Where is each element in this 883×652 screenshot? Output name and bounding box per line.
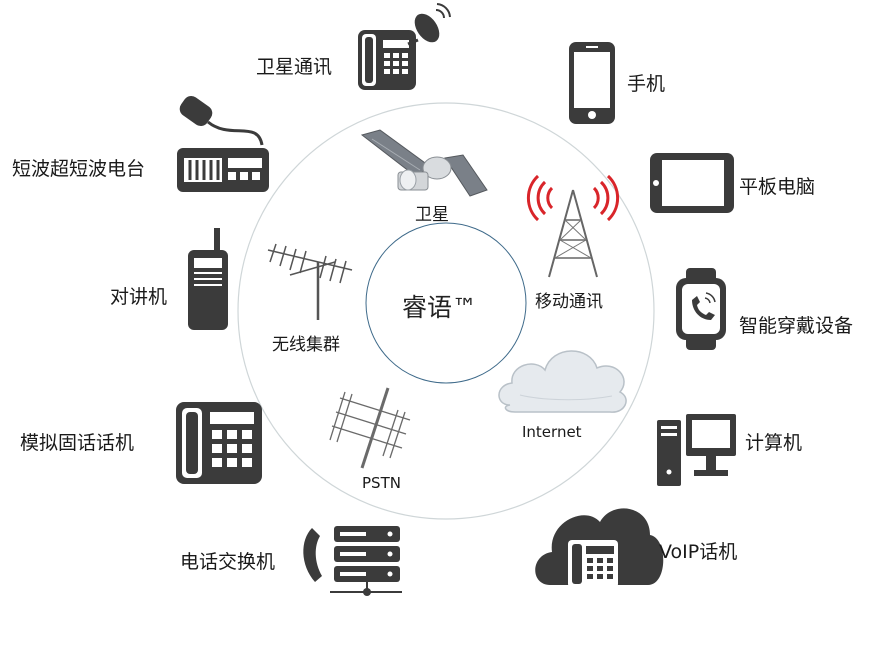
outer-label-analog-phone: 模拟固话话机 bbox=[20, 432, 135, 454]
cloud-icon bbox=[498, 350, 627, 413]
inner-ring bbox=[365, 222, 527, 384]
inner-label-internet: Internet bbox=[522, 423, 582, 441]
radio-station-icon bbox=[177, 95, 269, 192]
tablet-icon bbox=[650, 153, 734, 213]
outer-label-shortwave: 短波超短波电台 bbox=[12, 158, 146, 180]
antenna-icon bbox=[267, 243, 353, 320]
satellite-icon bbox=[360, 129, 488, 197]
smartwatch-icon bbox=[676, 268, 726, 350]
inner-label-mobile: 移动通讯 bbox=[535, 292, 603, 312]
outer-label-tablet: 平板电脑 bbox=[739, 176, 816, 198]
pstn-pole-icon bbox=[329, 387, 411, 469]
voip-cloud-phone-icon bbox=[535, 508, 664, 588]
computer-icon bbox=[657, 414, 736, 486]
inner-label-wireless: 无线集群 bbox=[272, 335, 340, 355]
satellite-phone-icon bbox=[358, 3, 451, 90]
outer-label-satellite-comm: 卫星通讯 bbox=[256, 56, 333, 78]
inner-label-pstn: PSTN bbox=[362, 474, 401, 492]
smartphone-icon bbox=[569, 42, 615, 124]
center-label: 睿语™ bbox=[402, 293, 478, 322]
desk-phone-icon bbox=[176, 402, 262, 484]
pbx-server-icon bbox=[303, 526, 402, 596]
outer-label-voip-phone: VoIP话机 bbox=[659, 541, 738, 563]
outer-label-mobile-phone: 手机 bbox=[627, 73, 666, 95]
outer-label-pbx: 电话交换机 bbox=[180, 551, 276, 573]
cell-tower-icon bbox=[526, 174, 620, 278]
outer-label-walkie-talkie: 对讲机 bbox=[110, 286, 168, 308]
inner-label-satellite: 卫星 bbox=[415, 205, 449, 225]
outer-ring bbox=[237, 102, 655, 520]
walkie-talkie-icon bbox=[188, 228, 228, 330]
outer-label-computer: 计算机 bbox=[745, 432, 803, 454]
outer-label-wearable: 智能穿戴设备 bbox=[739, 315, 854, 337]
